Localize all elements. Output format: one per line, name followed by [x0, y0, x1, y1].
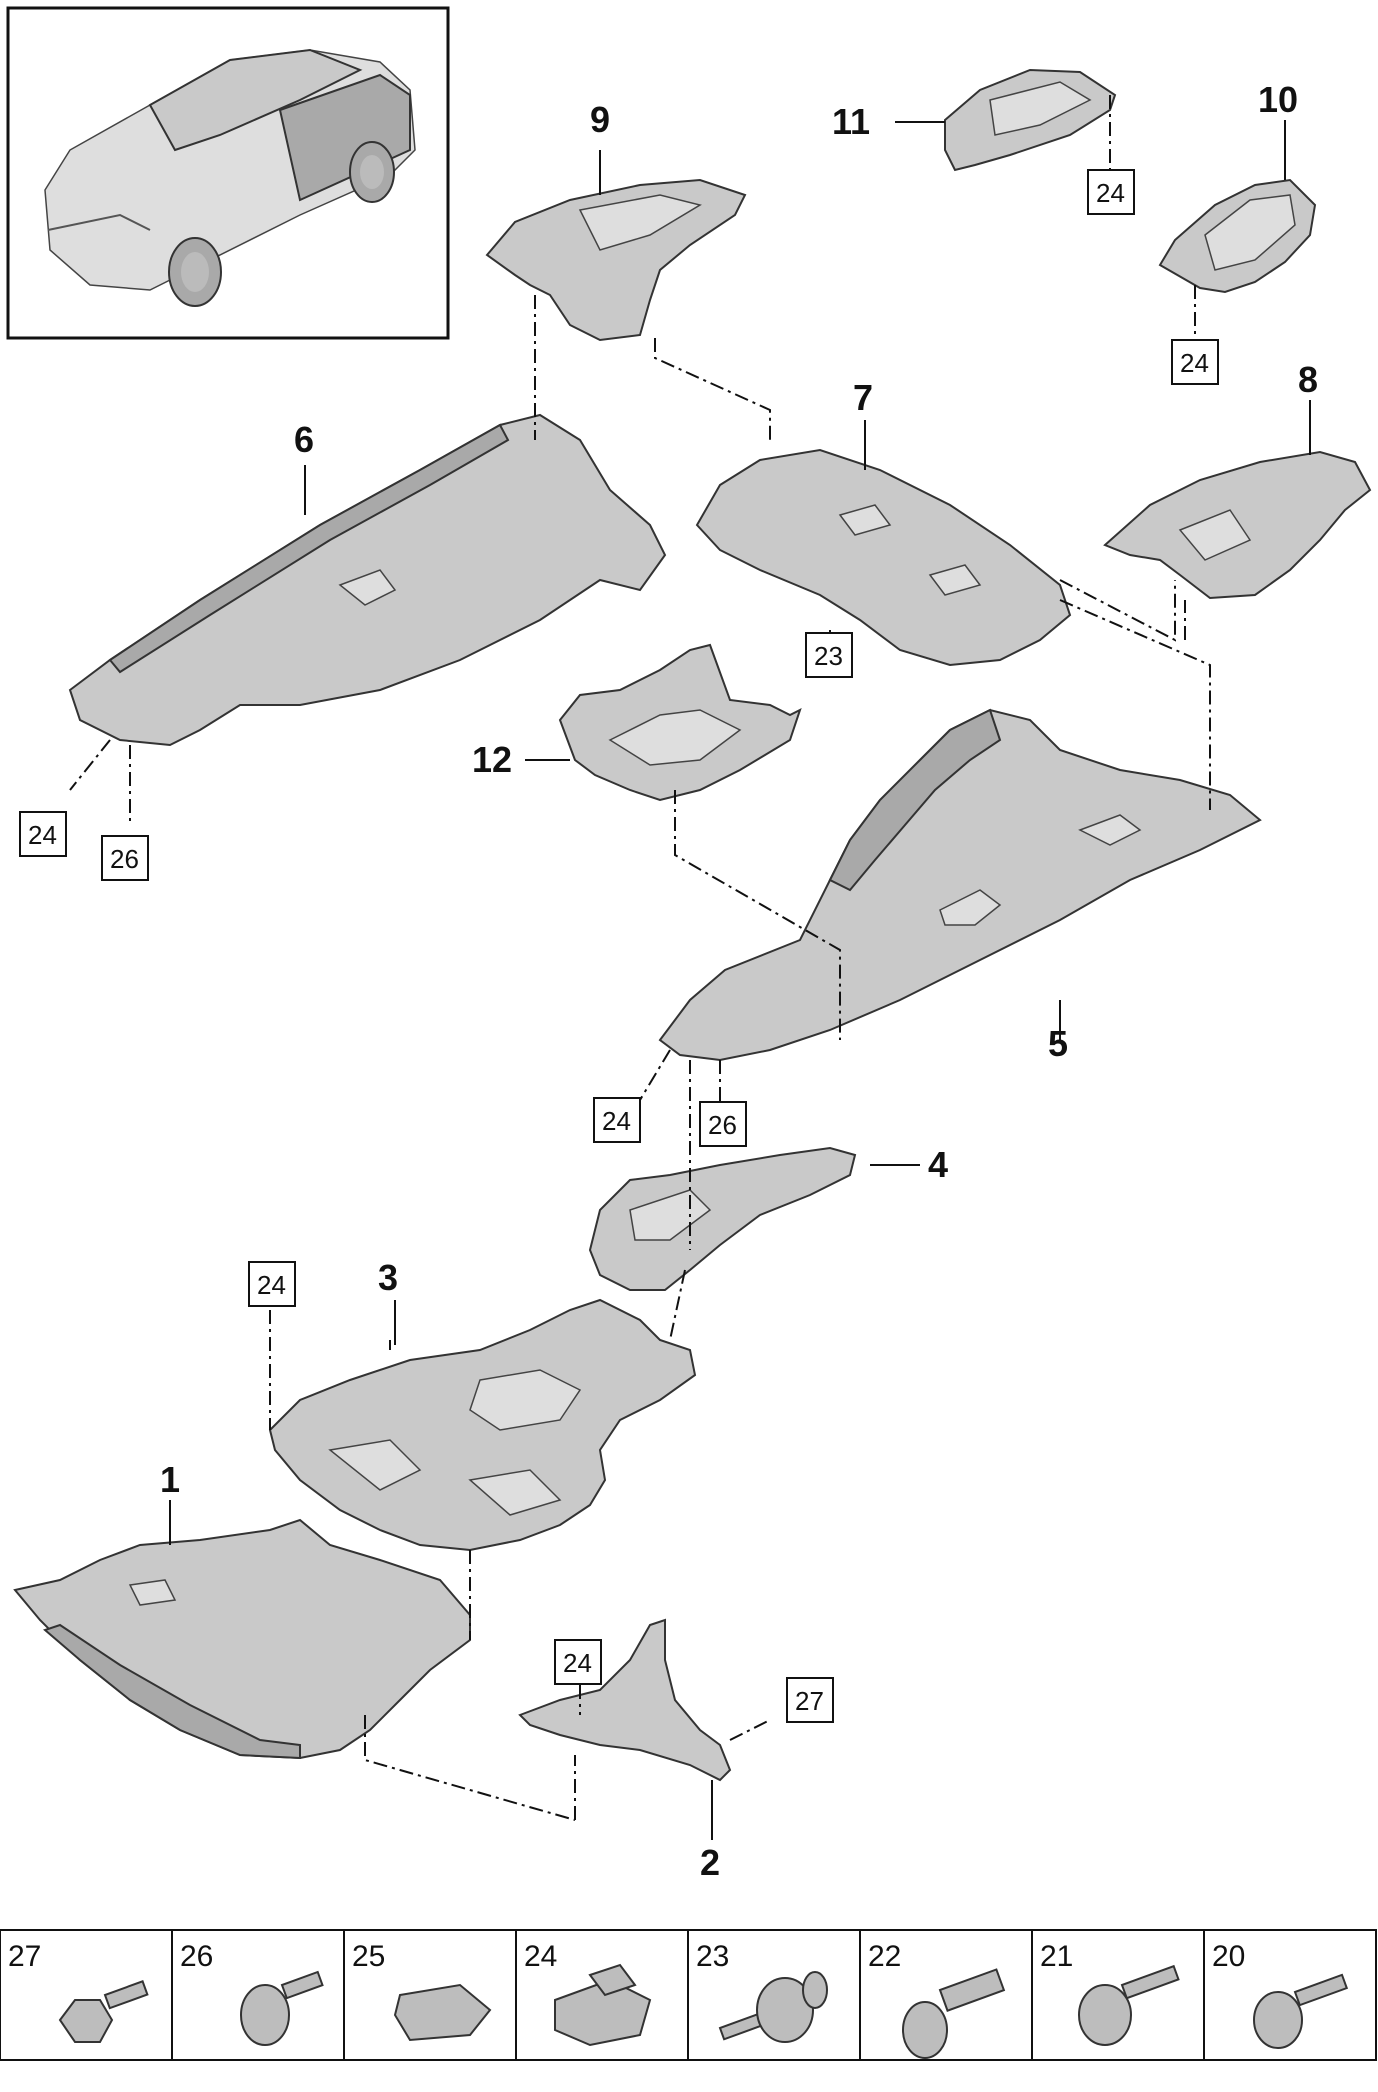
- fastener-legend: 27 26 25 24 23 22 21 20: [0, 1929, 1377, 2061]
- part-label-5: 5: [1048, 1023, 1068, 1064]
- part-label-11: 11: [832, 101, 870, 142]
- legend-num-22: 22: [868, 1940, 901, 1973]
- part-label-10: 10: [1258, 79, 1298, 120]
- part-label-9: 9: [590, 99, 610, 140]
- legend-num-25: 25: [352, 1940, 385, 1973]
- part-4-shape: [588, 1146, 857, 1291]
- part-label-1: 1: [160, 1459, 180, 1500]
- part-3-shape: [268, 1298, 697, 1552]
- part-label-12: 12: [472, 739, 512, 780]
- ref-box-24-d: 24: [602, 1106, 631, 1136]
- ref-box-24-f: 24: [563, 1648, 592, 1678]
- part-label-3: 3: [378, 1257, 398, 1298]
- legend-num-26: 26: [180, 1940, 213, 1973]
- part-7-shape: [695, 448, 1072, 667]
- hex-bolt-icon: [1078, 1964, 1180, 2046]
- fastener-reference-boxes: 24 24 24 26 23 24 26 24 24 27: [19, 169, 1219, 1723]
- ref-box-26-b: 26: [708, 1110, 737, 1140]
- legend-num-24: 24: [524, 1940, 557, 1973]
- part-label-6: 6: [294, 419, 314, 460]
- leader-lines: [169, 120, 1311, 1840]
- connector-lines: [69, 95, 1211, 1821]
- push-rivet-icon: [902, 1968, 1006, 2059]
- ref-box-26-a: 26: [110, 844, 139, 874]
- part-label-4: 4: [928, 1144, 948, 1185]
- legend-num-20: 20: [1212, 1940, 1245, 1973]
- part-label-7: 7: [853, 377, 873, 418]
- part-label-2: 2: [700, 1842, 720, 1883]
- part-2-shape: [518, 1618, 732, 1782]
- expansion-rivet-icon: [718, 1971, 828, 2043]
- vehicle-icon: [44, 48, 416, 307]
- ref-box-24-b: 24: [1180, 348, 1209, 378]
- ref-box-23: 23: [814, 641, 843, 671]
- vehicle-inset: [6, 6, 450, 340]
- ref-box-24-c: 24: [28, 820, 57, 850]
- bolt-washer-icon: [240, 1970, 324, 2046]
- ref-box-24-a: 24: [1096, 178, 1125, 208]
- ref-box-27: 27: [795, 1686, 824, 1716]
- spring-clip-icon: [554, 1963, 652, 2047]
- legend-num-23: 23: [696, 1940, 729, 1973]
- ref-box-24-e: 24: [257, 1270, 286, 1300]
- legend-num-21: 21: [1040, 1940, 1073, 1973]
- torx-bolt-icon: [1253, 1973, 1349, 2049]
- legend-num-27: 27: [8, 1940, 41, 1973]
- part-labels: 9 11 10 6 7 8 12 5 4 3 1 2: [160, 79, 1318, 1883]
- part-9-shape: [485, 178, 747, 342]
- part-1-shape: [13, 1518, 471, 1760]
- clip-nut-icon: [393, 1983, 492, 2042]
- flange-bolt-icon: [58, 1980, 149, 2043]
- part-label-8: 8: [1298, 359, 1318, 400]
